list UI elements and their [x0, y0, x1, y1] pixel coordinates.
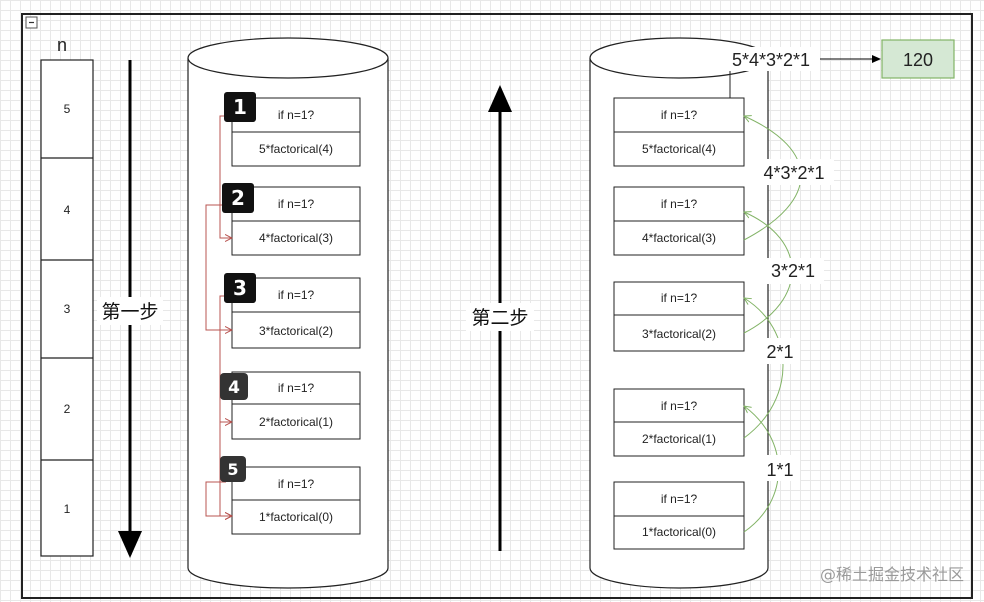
step-badge: 3 — [224, 273, 256, 303]
stack-cell: 1 — [64, 502, 71, 516]
top-expression: 5*4*3*2*1 — [732, 50, 810, 70]
step-badge: 5 — [220, 456, 246, 482]
left-call-box: if n=1? 2*factorical(1) — [231, 371, 361, 440]
cond-label: if n=1? — [661, 492, 698, 506]
expr-label: 4*factorical(3) — [259, 231, 333, 245]
outer-frame — [21, 13, 973, 599]
watermark: @稀土掘金技术社区 — [820, 565, 964, 584]
expr-label: 1*factorical(0) — [259, 510, 333, 524]
stack-cell: 4 — [64, 203, 71, 217]
result-box — [881, 39, 955, 79]
stack-column: 5 4 3 2 1 — [40, 59, 94, 557]
return-value-label: 4*3*2*1 — [763, 163, 824, 183]
stack-cell: 3 — [64, 302, 71, 316]
step1-label: 第一步 — [101, 301, 158, 323]
result-value: 120 — [903, 50, 933, 70]
expr-label: 5*factorical(4) — [642, 142, 716, 156]
right-call-box: if n=1? 5*factorical(4) — [613, 97, 745, 167]
cond-label: if n=1? — [661, 291, 698, 305]
return-value-label: 2*1 — [766, 342, 793, 362]
step-badge: 4 — [220, 373, 248, 400]
stack-label: n — [57, 35, 67, 55]
step-badge: 2 — [222, 183, 254, 213]
stack-cell: 5 — [64, 102, 71, 116]
cond-label: if n=1? — [278, 477, 315, 491]
cond-label: if n=1? — [278, 288, 315, 302]
right-call-box: if n=1? 4*factorical(3) — [613, 186, 745, 256]
cond-label: if n=1? — [278, 197, 315, 211]
svg-text:2: 2 — [231, 186, 245, 210]
expr-label: 1*factorical(0) — [642, 525, 716, 539]
expr-label: 3*factorical(2) — [642, 327, 716, 341]
expr-label: 5*factorical(4) — [259, 142, 333, 156]
cond-label: if n=1? — [661, 108, 698, 122]
left-call-box: if n=1? 4*factorical(3) — [231, 186, 361, 256]
svg-text:3: 3 — [233, 276, 247, 300]
return-value-label: 3*2*1 — [771, 261, 815, 281]
left-call-box: if n=1? 1*factorical(0) — [231, 466, 361, 535]
svg-text:5: 5 — [227, 460, 238, 479]
collapse-icon[interactable] — [25, 16, 38, 29]
svg-text:4: 4 — [228, 378, 240, 398]
left-call-box: if n=1? 5*factorical(4) — [231, 97, 361, 167]
step2-label: 第二步 — [471, 307, 528, 329]
cond-label: if n=1? — [661, 399, 698, 413]
right-call-box: if n=1? 2*factorical(1) — [613, 388, 745, 457]
expr-label: 2*factorical(1) — [642, 432, 716, 446]
expr-label: 4*factorical(3) — [642, 231, 716, 245]
stack-cell: 2 — [64, 402, 71, 416]
expr-label: 2*factorical(1) — [259, 415, 333, 429]
cond-label: if n=1? — [278, 108, 315, 122]
expr-label: 3*factorical(2) — [259, 324, 333, 338]
cond-label: if n=1? — [278, 381, 315, 395]
right-call-box: if n=1? 3*factorical(2) — [613, 281, 745, 352]
cond-label: if n=1? — [661, 197, 698, 211]
step-badge: 1 — [224, 92, 256, 122]
svg-text:1: 1 — [233, 95, 247, 119]
right-call-box: if n=1? 1*factorical(0) — [613, 481, 745, 550]
return-value-label: 1*1 — [766, 460, 793, 480]
